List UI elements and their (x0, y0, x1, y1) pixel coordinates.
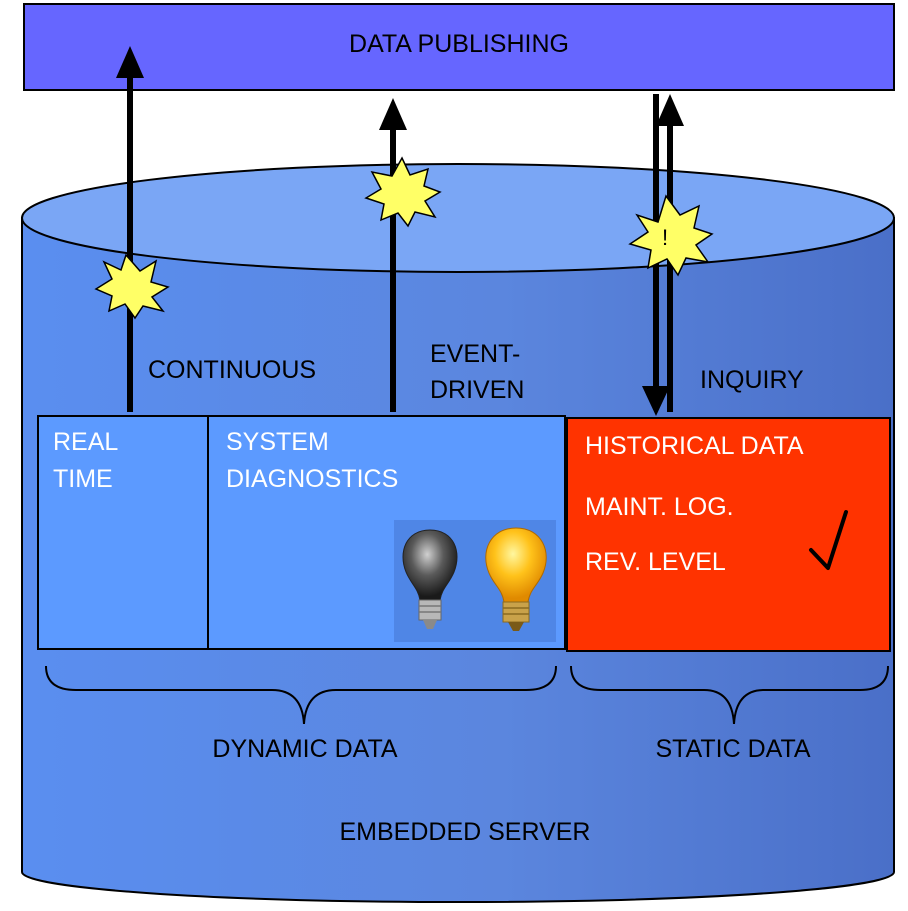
checkmark-icon (809, 510, 848, 570)
event-driven-label-line1: EVENT- (430, 340, 520, 368)
lightbulb-image (394, 520, 556, 642)
continuous-arrow (116, 46, 144, 412)
dynamic-data-label: DYNAMIC DATA (212, 735, 398, 763)
burnt-lightbulb-icon (402, 529, 458, 629)
inquiry-response-arrow (656, 94, 684, 412)
inquiry-alert-mark: ! (662, 225, 668, 250)
static-data-label: STATIC DATA (655, 735, 810, 763)
continuous-label: CONTINUOUS (148, 356, 316, 384)
dynamic-data-brace (45, 665, 557, 725)
maint-log-label: MAINT. LOG. (585, 493, 734, 521)
data-publishing-bar (23, 3, 895, 91)
static-data-box (566, 417, 891, 652)
real-time-box (37, 415, 209, 650)
starburst-icon (628, 194, 714, 277)
system-diagnostics-label-line2: DIAGNOSTICS (226, 465, 398, 493)
system-diagnostics-label-line1: SYSTEM (226, 428, 329, 456)
inquiry-label: INQUIRY (700, 366, 804, 394)
data-publishing-label: DATA PUBLISHING (349, 30, 569, 58)
rev-level-label: REV. LEVEL (585, 548, 726, 576)
embedded-server-label: EMBEDDED SERVER (340, 818, 591, 846)
event-driven-label-line2: DRIVEN (430, 376, 524, 404)
static-data-brace (570, 665, 889, 725)
real-time-label-line1: REAL (53, 428, 118, 456)
real-time-label-line2: TIME (53, 465, 113, 493)
starburst-icon (94, 253, 170, 320)
lit-lightbulb-icon (485, 527, 547, 631)
starburst-icon (364, 156, 442, 228)
historical-data-label: HISTORICAL DATA (585, 432, 804, 460)
embedded-server-cylinder-top (21, 163, 895, 273)
